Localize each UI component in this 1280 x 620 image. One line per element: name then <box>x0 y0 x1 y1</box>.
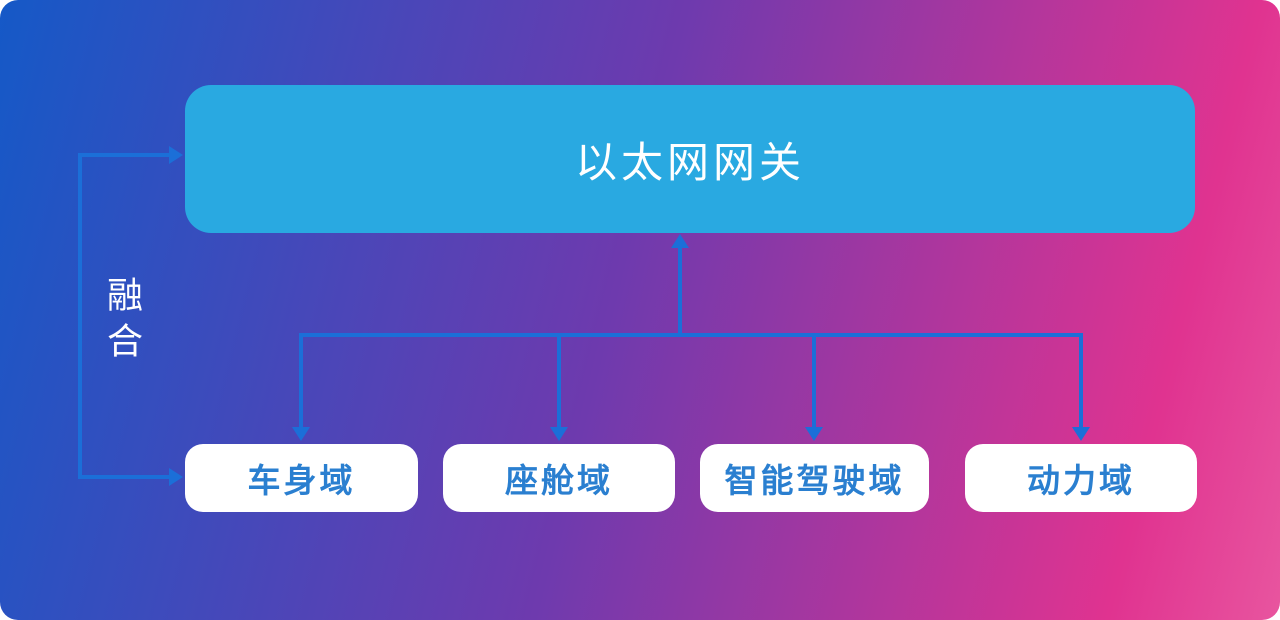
domain-node-cockpit: 座舱域 <box>443 444 675 512</box>
domain-label: 动力域 <box>1027 462 1135 499</box>
gateway-node: 以太网网关 <box>185 85 1195 233</box>
fusion-label: 融合 <box>102 276 143 368</box>
gateway-label: 以太网网关 <box>574 138 805 186</box>
domain-label: 车身域 <box>247 462 356 499</box>
domain-node-body: 车身域 <box>185 444 418 512</box>
domain-node-driving: 智能驾驶域 <box>700 444 929 512</box>
domain-label: 智能驾驶域 <box>724 462 905 499</box>
domain-node-power: 动力域 <box>965 444 1197 512</box>
domain-label: 座舱域 <box>505 462 613 499</box>
